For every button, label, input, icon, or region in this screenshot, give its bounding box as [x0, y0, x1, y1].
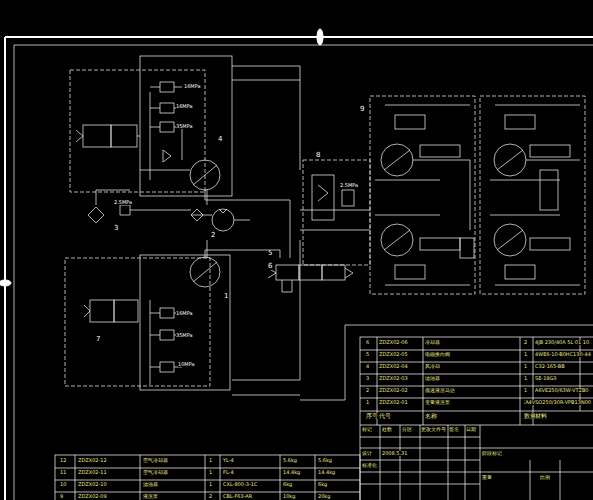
drawing-label: YL-4	[223, 458, 234, 463]
drawing-label: 日期	[466, 427, 476, 432]
drawing-label: 1	[524, 376, 527, 381]
drawing-label: 20kg	[318, 494, 330, 499]
drawing-label: 2008.5.31	[382, 451, 407, 456]
drawing-label: 重量	[482, 475, 492, 480]
drawing-label: 处数	[382, 427, 392, 432]
drawing-label: 电磁换向阀	[425, 352, 450, 357]
drawing-label: ZDZX02-12	[78, 458, 107, 463]
drawing-label: 空气冷却器	[143, 458, 168, 463]
drawing-label: 设计	[362, 451, 372, 456]
drawing-label: 10	[60, 482, 66, 487]
drawing-label: 液压泵	[143, 494, 158, 499]
drawing-label: A4VSO250/30R-VPB13N00	[525, 400, 591, 405]
drawing-label: 1	[524, 388, 527, 393]
drawing-label: 冷却器	[425, 340, 440, 345]
drawing-label: ZDZX02-10	[78, 482, 107, 487]
drawing-label: 3	[114, 225, 118, 232]
drawing-label: 变量液压泵	[425, 400, 450, 405]
drawing-label: 签名	[449, 427, 459, 432]
drawing-label: 4	[218, 136, 222, 143]
drawing-label: 5	[268, 250, 272, 257]
drawing-label: 4JB 230/40A 5L 01 10	[535, 340, 589, 345]
drawing-label: 名称	[425, 413, 437, 419]
drawing-label: 3	[366, 376, 369, 381]
drawing-label: ZDZX02-02	[379, 388, 408, 393]
drawing-label: 1	[524, 364, 527, 369]
drawing-label: 16MPa	[176, 311, 193, 316]
drawing-label: ZDZX02-11	[78, 470, 107, 475]
drawing-label: 35MPa	[176, 333, 193, 338]
drawing-label: 6	[268, 263, 272, 270]
drawing-label: 4WE6-10-B0HC130-44	[535, 352, 591, 357]
drawing-label: 材料	[535, 413, 547, 419]
drawing-label: 2	[209, 494, 212, 499]
drawing-label: 滤油器	[143, 482, 158, 487]
drawing-label: 7	[96, 336, 100, 343]
drawing-label: ZDZX02-05	[379, 352, 408, 357]
drawing-label: 4	[366, 364, 369, 369]
drawing-label: 2	[366, 388, 369, 393]
drawing-label: 16MPa	[184, 84, 201, 89]
drawing-label: ZDZX02-06	[379, 340, 408, 345]
drawing-label: 11	[60, 470, 66, 475]
drawing-label: 标准化	[362, 463, 377, 468]
drawing-label: 9	[60, 494, 63, 499]
drawing-label: 分区	[402, 427, 412, 432]
drawing-label: SE-19G3	[535, 376, 557, 381]
drawing-label: 2	[524, 340, 527, 345]
drawing-label: ZDZX02-03	[379, 376, 408, 381]
drawing-label: 5	[366, 352, 369, 357]
drawing-label: 6kg	[318, 482, 327, 487]
drawing-label: 标记	[362, 427, 372, 432]
drawing-label: 14.4kg	[318, 470, 335, 475]
drawing-label: 1	[209, 470, 212, 475]
drawing-label: 风冷却	[425, 364, 440, 369]
drawing-label: 阶段标记	[482, 451, 502, 456]
drawing-label: 5.6kg	[283, 458, 297, 463]
drawing-label: 空气冷却器	[143, 470, 168, 475]
drawing-label: 1	[209, 482, 212, 487]
drawing-label: 8	[316, 152, 320, 159]
drawing-label: CBL-F63-AR	[223, 494, 252, 499]
drawing-label: 6	[366, 340, 369, 345]
drawing-label: 序号	[366, 413, 378, 419]
drawing-label: 2.5MPa	[114, 200, 132, 205]
drawing-label: 14.4kg	[283, 470, 300, 475]
drawing-label: 5.6kg	[318, 458, 332, 463]
drawing-label: CXL-800-3-1C	[223, 482, 257, 487]
drawing-label: 2	[211, 232, 215, 239]
drawing-label: A6VE250/63W-VTZB0	[535, 388, 589, 393]
drawing-label: 16MPa	[176, 104, 193, 109]
drawing-label: 9	[360, 106, 364, 113]
drawing-label: 1	[366, 400, 369, 405]
drawing-label: 1	[524, 352, 527, 357]
drawing-label: FL-4	[223, 470, 234, 475]
drawing-label: 6kg	[283, 482, 292, 487]
drawing-label: ZDZX02-09	[78, 494, 107, 499]
drawing-label: 35MPa	[176, 124, 193, 129]
drawing-label: 代号	[379, 413, 391, 419]
drawing-label: ZDZX02-01	[379, 400, 408, 405]
drawing-label: 10kg	[283, 494, 295, 499]
drawing-label: 2.5MPa	[340, 183, 358, 188]
drawing-label: 10MPa	[178, 362, 195, 367]
drawing-label: 比例	[540, 475, 550, 480]
drawing-label: 1	[209, 458, 212, 463]
drawing-label: 1	[224, 293, 228, 300]
drawing-label: 低速液压马达	[425, 388, 455, 393]
drawing-label: 滤油器	[425, 376, 440, 381]
drawing-label: 12	[60, 458, 66, 463]
drawing-label: C32-165-BB	[535, 364, 565, 369]
drawing-label: ZDZX02-04	[379, 364, 408, 369]
drawing-label: 更改文件号	[421, 427, 446, 432]
